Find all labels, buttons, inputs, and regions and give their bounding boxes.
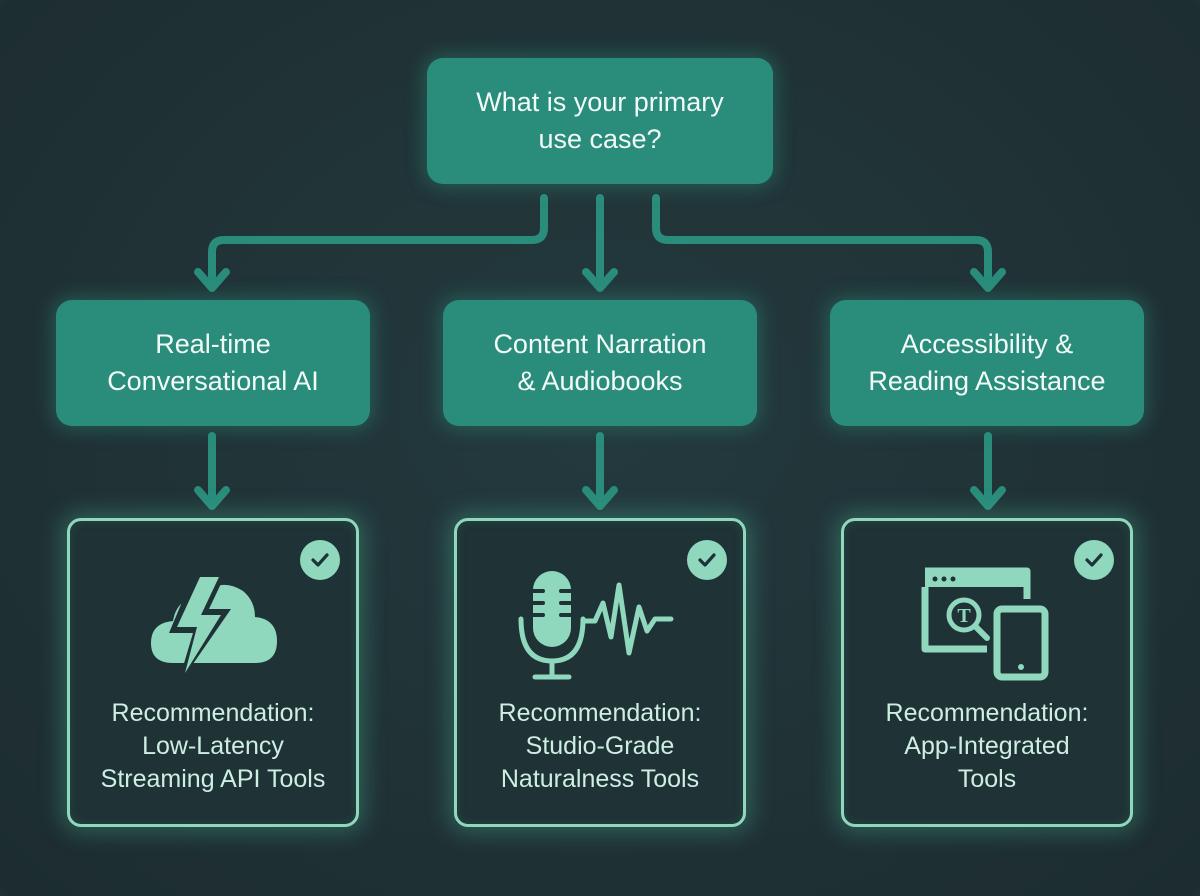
recommendation-card-narration[interactable]: Recommendation: Studio-Grade Naturalness… [454,518,746,827]
branch-node-narration[interactable]: Content Narration & Audiobooks [443,300,757,426]
recommendation-prefix: Recommendation: [885,699,1089,727]
check-icon [1074,540,1114,580]
branch-label-line2: Reading Assistance [868,366,1106,396]
branch-node-accessibility[interactable]: Accessibility & Reading Assistance [830,300,1144,426]
browser-tablet-text-search-icon: T [844,563,1130,693]
branch-label-line1: Content Narration [493,329,707,359]
root-question-node[interactable]: What is your primary use case? [427,58,773,184]
arrowhead-branch-0 [194,268,230,292]
connector-root-to-branch-2 [652,194,992,290]
recommendation-line2: Low-Latency [142,732,284,760]
recommendation-line3: Naturalness Tools [500,765,700,793]
arrowhead-card-2 [970,486,1006,510]
root-question-line2: use case? [538,124,662,154]
recommendation-line3: Tools [957,765,1017,793]
branch-node-realtime[interactable]: Real-time Conversational AI [56,300,370,426]
root-question-line1: What is your primary [476,87,724,117]
recommendation-line2: Studio-Grade [525,732,675,760]
arrowhead-card-0 [194,486,230,510]
check-icon [687,540,727,580]
recommendation-prefix: Recommendation: [498,699,702,727]
branch-label-line2: & Audiobooks [517,366,683,396]
recommendation-card-realtime[interactable]: Recommendation: Low-Latency Streaming AP… [67,518,359,827]
svg-text:T: T [957,605,971,627]
arrowhead-branch-2 [970,268,1006,292]
check-icon [300,540,340,580]
arrowhead-branch-1 [582,268,618,292]
recommendation-line3: Streaming API Tools [100,765,326,793]
arrowhead-card-1 [582,486,618,510]
recommendation-card-accessibility[interactable]: T Recommendation: App-Integrated Tools [841,518,1133,827]
connector-root-to-branch-0 [208,194,548,290]
branch-label-line1: Accessibility & [900,329,1074,359]
recommendation-line2: App-Integrated [904,732,1070,760]
recommendation-prefix: Recommendation: [111,699,315,727]
lightning-cloud-icon [70,563,356,693]
branch-label-line2: Conversational AI [107,366,319,396]
branch-label-line1: Real-time [155,329,271,359]
microphone-waveform-icon [457,563,743,693]
